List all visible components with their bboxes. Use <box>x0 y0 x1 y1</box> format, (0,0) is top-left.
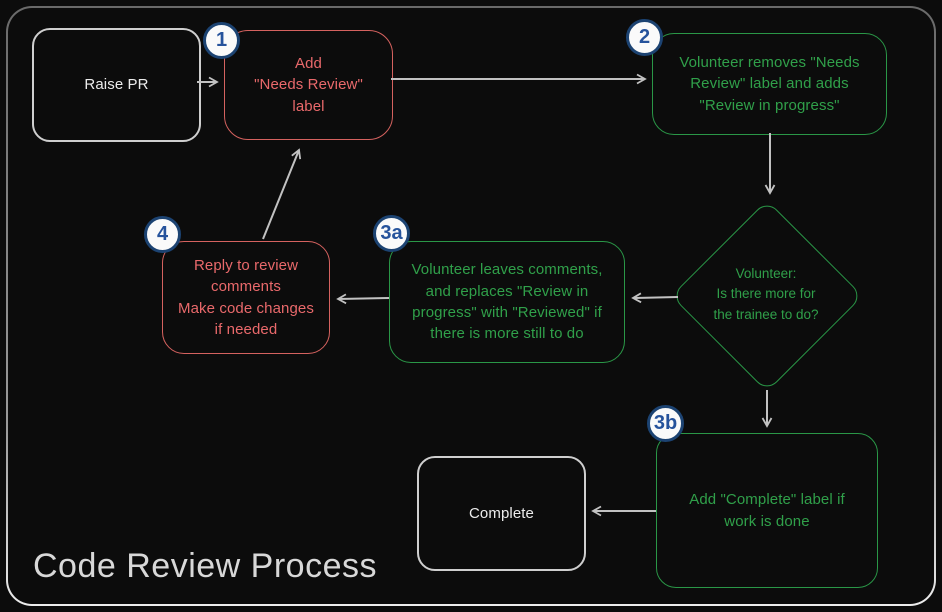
node-complete: Complete <box>417 456 586 571</box>
node-raise-pr: Raise PR <box>32 28 201 142</box>
decision-diamond-text: Volunteer: Is there more for the trainee… <box>713 266 819 322</box>
node-reply-to-review-comments: Reply to review comments Make code chang… <box>162 241 330 354</box>
step-badge-1: 1 <box>203 22 240 59</box>
diagram-title: Code Review Process <box>33 547 377 585</box>
node-add-complete-label: Add "Complete" label if work is done <box>656 433 878 588</box>
node-add-needs-review-label: Add "Needs Review" label <box>224 30 393 140</box>
step-badge-3b: 3b <box>647 405 684 442</box>
step-badge-4: 4 <box>144 216 181 253</box>
step-badge-3a: 3a <box>373 215 410 252</box>
node-volunteer-leaves-comments: Volunteer leaves comments, and replaces … <box>389 241 625 363</box>
step-badge-2: 2 <box>626 19 663 56</box>
node-volunteer-removes-label: Volunteer removes "Needs Review" label a… <box>652 33 887 135</box>
